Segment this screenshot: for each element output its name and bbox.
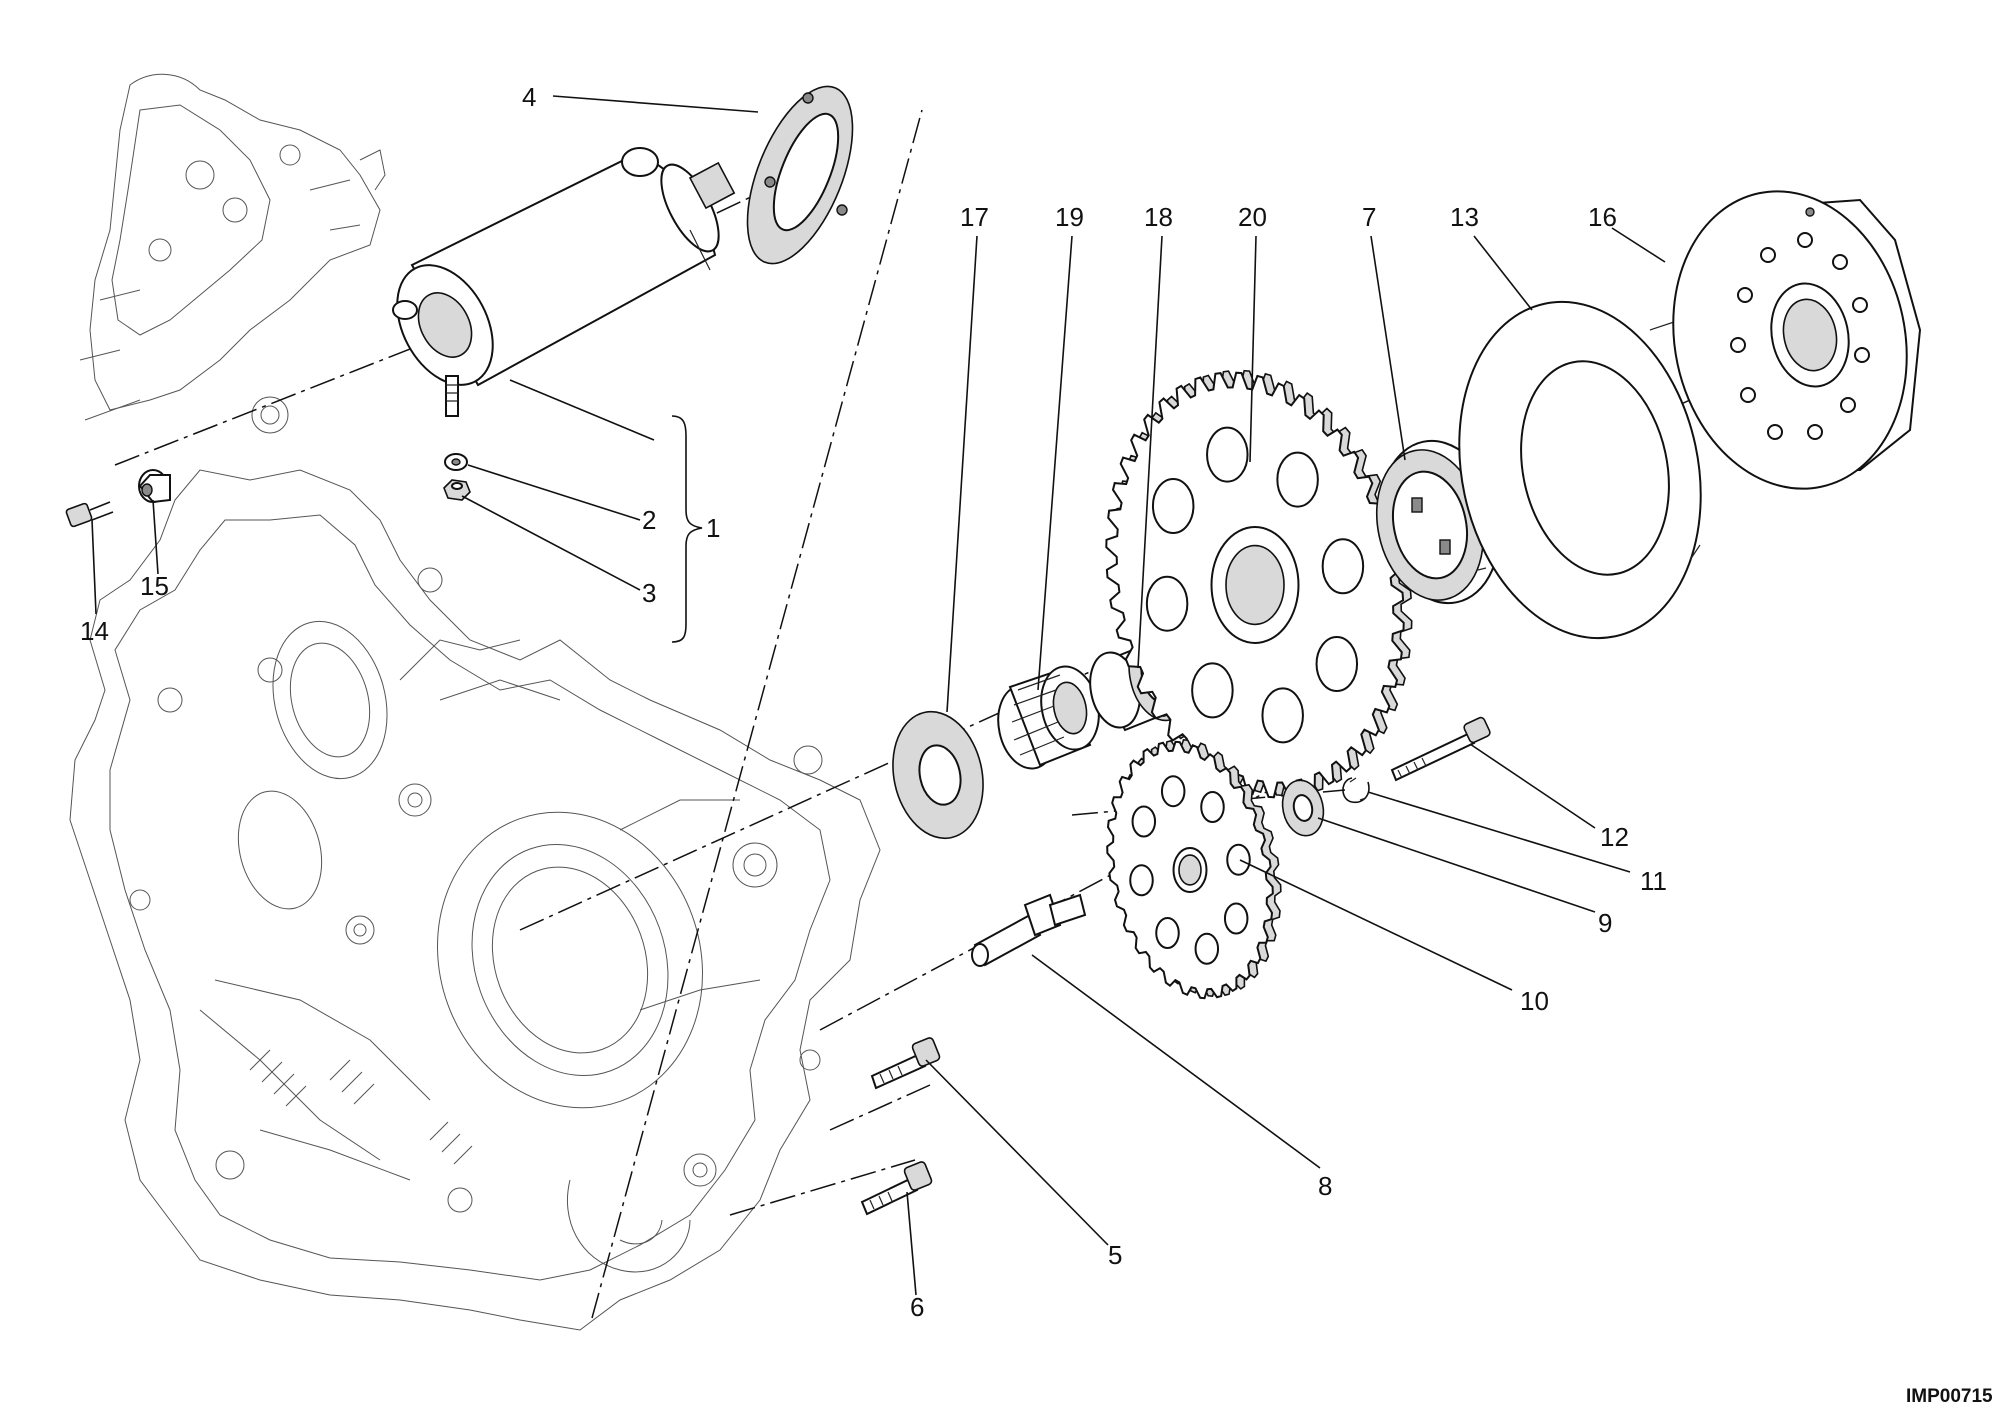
gear-lightening-hole [1276,451,1319,508]
callout-8: 8 [1318,1171,1332,1201]
callout-4: 4 [522,82,536,112]
spacer-part-15 [138,469,171,504]
bolt-part-12 [1390,716,1491,782]
screw-part-14 [65,501,114,528]
callout-16: 16 [1588,202,1617,232]
gear-lightening-hole [1151,478,1195,534]
nut-part-3 [443,479,471,501]
callout-20: 20 [1238,202,1267,232]
callout-2: 2 [642,505,656,535]
callout-12: 12 [1600,822,1629,852]
shaft-part-8 [971,893,1087,967]
drawing-code: IMP00715 [1906,1386,1993,1407]
washer-part-17 [892,710,984,840]
callout-15: 15 [140,571,169,601]
callout-11: 11 [1640,866,1667,896]
callout-3: 3 [642,578,656,608]
crankcase-outline [69,73,881,1331]
washer-part-9 [1281,779,1325,837]
gear-lightening-hole [1191,662,1234,719]
gear-lightening-hole [1315,636,1359,692]
callout-13: 13 [1450,202,1479,232]
callout-18: 18 [1144,202,1173,232]
gear-lightening-hole [1321,538,1365,595]
gear-lightening-hole [1131,805,1157,838]
gear-lightening-hole [1155,917,1180,949]
gear-lightening-hole [1200,791,1225,823]
starter-motor-part-1 [392,147,736,417]
gear-lightening-hole [1206,426,1249,483]
gear-bore [1225,544,1285,626]
needle-bearing-part-19 [997,665,1100,770]
gear-lightening-hole [1226,843,1251,876]
callout-6: 6 [910,1292,924,1322]
callout-9: 9 [1598,908,1612,938]
bracket-group-1 [671,415,703,643]
gear-part-20 [1105,369,1413,799]
gear-lightening-hole [1223,902,1249,935]
gasket-part-4 [746,85,854,265]
gear-lightening-hole [1145,575,1189,632]
leader-lines [91,95,1666,1296]
callout-numbers: 1 2 3 4 5 6 7 8 9 10 11 12 13 14 15 16 1… [80,82,1667,1322]
gear-lightening-hole [1261,687,1304,744]
screw-part-5 [870,1037,941,1090]
screw-part-6 [860,1161,933,1216]
callout-17: 17 [960,202,989,232]
clip-part-11 [1342,777,1370,804]
assembly-axes [114,109,1691,1319]
gear-part-10 [1106,738,1282,1000]
washer-part-2 [444,453,468,471]
gear-lightening-hole [1160,775,1186,808]
callout-7: 7 [1362,202,1376,232]
callout-14: 14 [80,616,109,646]
flywheel-part-16 [1672,190,1922,490]
callout-10: 10 [1520,986,1549,1016]
callout-5: 5 [1108,1240,1122,1270]
callout-19: 19 [1055,202,1084,232]
gear-bore [1178,854,1202,886]
callout-1: 1 [706,513,720,543]
gear-lightening-hole [1194,932,1220,965]
gear-lightening-hole [1129,864,1154,897]
